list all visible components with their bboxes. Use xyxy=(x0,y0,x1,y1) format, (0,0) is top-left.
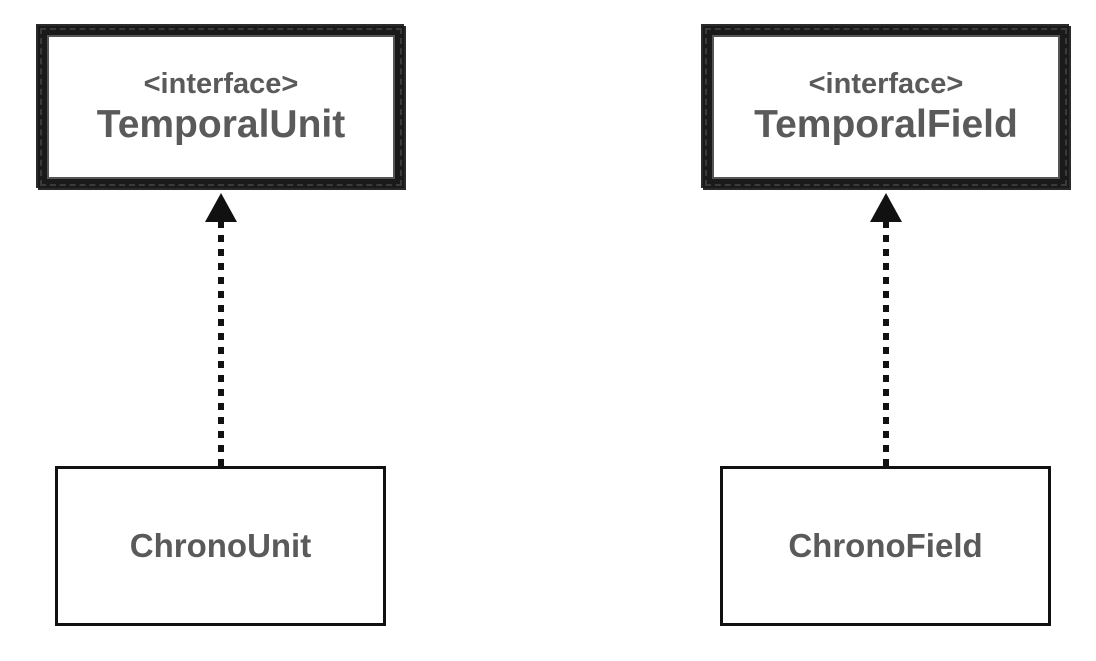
interface-stereotype: <interface> xyxy=(143,68,299,100)
class-name: ChronoUnit xyxy=(129,527,312,564)
arrowhead xyxy=(870,193,902,222)
interface-name: TemporalField xyxy=(754,103,1018,146)
interface-box-temporal-field: <interface> TemporalField xyxy=(703,26,1069,188)
class-name: ChronoField xyxy=(788,527,983,564)
class-box-chrono-unit: ChronoUnit xyxy=(55,466,386,626)
interface-stereotype: <interface> xyxy=(808,68,964,100)
interface-box-temporal-unit: <interface> TemporalUnit xyxy=(38,26,404,188)
arrowhead xyxy=(205,193,237,222)
class-box-chrono-field: ChronoField xyxy=(720,466,1051,626)
realization-arrow-chrono-unit xyxy=(205,193,237,466)
realization-arrow-chrono-field xyxy=(870,193,902,466)
interface-name: TemporalUnit xyxy=(96,103,346,146)
